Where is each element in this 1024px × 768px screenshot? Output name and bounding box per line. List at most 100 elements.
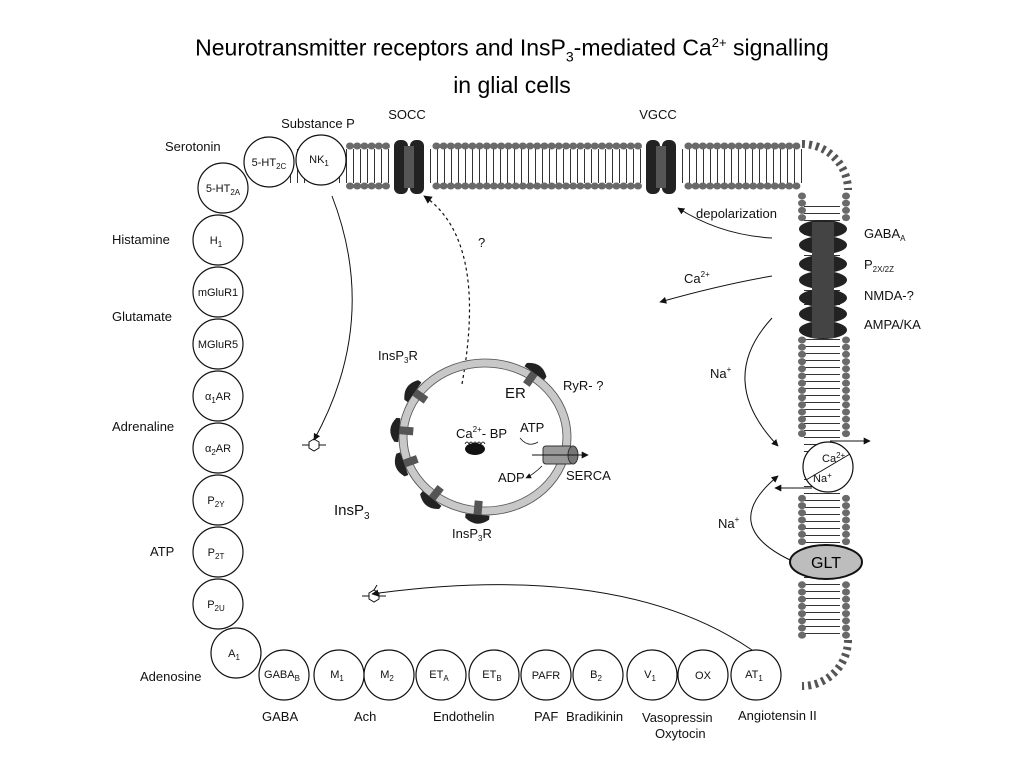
svg-text:P2U: P2U	[207, 599, 225, 613]
substance-p-label: Substance P	[281, 116, 355, 131]
insp3-molecule-icon	[302, 433, 326, 452]
ligand-adrenaline: Adrenaline	[112, 419, 174, 434]
ligand-ach: Ach	[354, 709, 376, 724]
gabaa-label: GABAA	[864, 226, 906, 243]
exchanger-na-label: Na+	[813, 471, 832, 485]
receptor-p2t: P2T	[192, 526, 244, 578]
ligand-paf: PAF	[534, 709, 558, 724]
svg-text:OX: OX	[695, 670, 712, 682]
receptor-nk1: NK1	[295, 134, 347, 186]
ligand-angiotensin: Angiotensin II	[738, 708, 817, 723]
p2x-label: P2X/2Z	[864, 257, 894, 274]
ca-bp-label: Ca2+- BP	[456, 425, 507, 441]
socc-label: SOCC	[388, 107, 426, 122]
gpcr-receptor-chain: 5-HT2C NK1 5-HT2A H1 mGluR1 MGluR5 α1AR	[192, 134, 782, 701]
er-label: ER	[505, 385, 526, 402]
svg-text:B2: B2	[590, 669, 602, 683]
svg-text:MGluR5: MGluR5	[198, 339, 238, 351]
insp3-generation-arrow	[313, 195, 353, 441]
ionotropic-receptor-stack	[799, 220, 847, 339]
receptor-at1: AT1	[730, 649, 782, 701]
receptor-pafr: PAFR	[520, 649, 572, 701]
insp3r-bottom-label: InsP3R	[452, 526, 492, 543]
svg-text:M2: M2	[380, 669, 394, 683]
ryr-label: RyR- ?	[563, 378, 603, 393]
svg-text:M1: M1	[330, 669, 344, 683]
insp3-generation-arrow-bottom	[371, 584, 753, 651]
svg-text:α2AR: α2AR	[205, 443, 231, 457]
receptor-5ht2c: 5-HT2C	[243, 136, 295, 188]
svg-text:V1: V1	[644, 669, 656, 683]
ligand-oxytocin: Oxytocin	[655, 726, 706, 741]
ligand-endothelin: Endothelin	[433, 709, 494, 724]
glt-transporter: GLT	[789, 544, 863, 580]
ligand-glutamate: Glutamate	[112, 309, 172, 324]
receptor-mglur5: MGluR5	[192, 318, 244, 370]
receptor-ox: OX	[677, 649, 729, 701]
svg-text:PAFR: PAFR	[532, 670, 561, 682]
receptor-gabab: GABAB	[258, 649, 310, 701]
serca-label: SERCA	[566, 468, 611, 483]
plasma-membrane	[262, 140, 852, 690]
depolarization-label: depolarization	[696, 206, 777, 221]
receptor-b2: B2	[572, 649, 624, 701]
svg-text:α1AR: α1AR	[205, 391, 231, 405]
ligand-adenosine: Adenosine	[140, 669, 201, 684]
receptor-p2y: P2Y	[192, 474, 244, 526]
insp3-receptor-cluster	[390, 362, 547, 524]
insp3-label: InsP3	[334, 502, 370, 522]
vgcc-channel	[646, 140, 676, 194]
svg-text:H1: H1	[210, 235, 223, 249]
insp3-molecule-icon	[362, 584, 386, 603]
svg-text:AT1: AT1	[745, 669, 763, 683]
exchanger-ca-label: Ca2+	[822, 451, 846, 465]
ligand-bradikinin: Bradikinin	[566, 709, 623, 724]
svg-text:A1: A1	[228, 648, 240, 662]
ca-binding-protein	[464, 441, 486, 455]
nmda-label: NMDA-?	[864, 288, 914, 303]
na-ca-exchanger: Ca2+ Na+	[774, 437, 871, 493]
receptor-v1: V1	[626, 649, 678, 701]
diagram-title: Neurotransmitter receptors and InsP3-med…	[195, 34, 829, 99]
receptor-5ht2a: 5-HT2A	[197, 162, 249, 214]
na-in-label: Na+	[710, 365, 732, 381]
na-out-label: Na+	[718, 515, 740, 531]
ligand-serotonin: Serotonin	[165, 139, 221, 154]
serca-pump	[519, 437, 589, 479]
receptor-a1: A1	[210, 627, 262, 679]
depolarization-arrow	[677, 207, 773, 239]
ligand-gaba: GABA	[262, 709, 298, 724]
adp-label: ADP	[498, 470, 525, 485]
vgcc-label: VGCC	[639, 107, 677, 122]
na-influx-arrow	[744, 317, 779, 447]
svg-text:GABAB: GABAB	[264, 669, 300, 683]
endoplasmic-reticulum	[398, 358, 572, 516]
receptor-alpha1ar: α1AR	[192, 370, 244, 422]
ligand-histamine: Histamine	[112, 232, 170, 247]
receptor-alpha2ar: α2AR	[192, 422, 244, 474]
svg-text:P2Y: P2Y	[207, 495, 225, 509]
socc-channel	[394, 140, 424, 194]
na-glt-arrow	[750, 475, 791, 561]
insp3r-top-label: InsP3R	[378, 348, 418, 365]
svg-text:5-HT2C: 5-HT2C	[252, 157, 287, 171]
ampa-label: AMPA/KA	[864, 317, 921, 332]
store-operated-signal-arrow	[423, 195, 471, 385]
svg-text:ETA: ETA	[429, 669, 449, 683]
ligand-vasopressin: Vasopressin	[642, 710, 713, 725]
ligand-atp: ATP	[150, 544, 174, 559]
ca-label: Ca2+	[684, 270, 710, 286]
ca-influx-arrow	[659, 275, 773, 304]
svg-text:mGluR1: mGluR1	[198, 287, 238, 299]
receptor-p2u: P2U	[192, 578, 244, 630]
svg-text:P2T: P2T	[208, 547, 225, 561]
question-label: ?	[478, 235, 485, 250]
receptor-m1: M1	[313, 649, 365, 701]
svg-text:5-HT2A: 5-HT2A	[206, 183, 241, 197]
receptor-mglur1: mGluR1	[192, 266, 244, 318]
svg-text:ETB: ETB	[482, 669, 501, 683]
svg-text:NK1: NK1	[309, 154, 329, 168]
receptor-m2: M2	[363, 649, 415, 701]
glt-label: GLT	[811, 555, 841, 572]
